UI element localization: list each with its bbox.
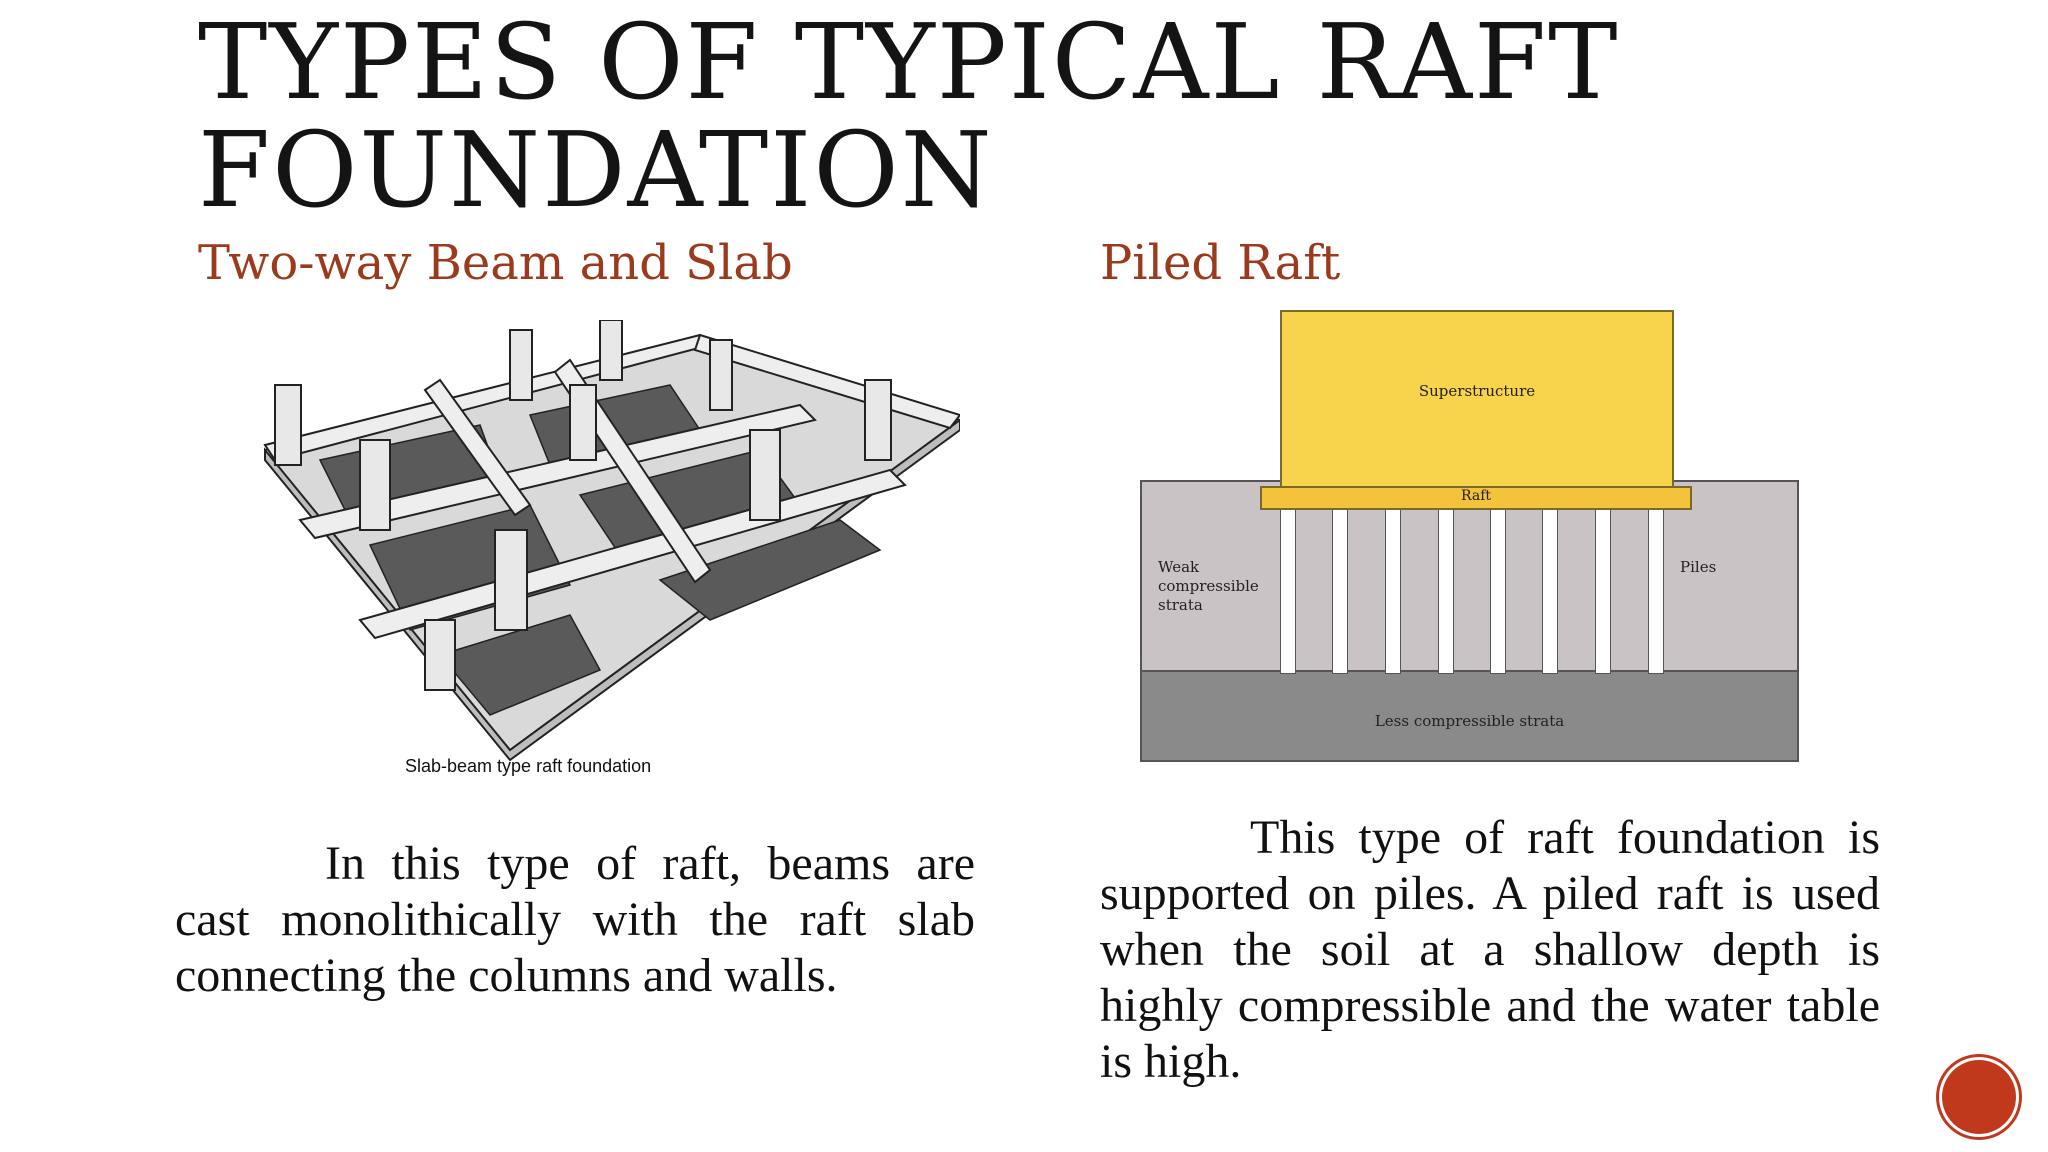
slide-title: TYPES OF TYPICAL RAFT FOUNDATION [198,1,1620,231]
raft-label: Raft [1460,488,1492,504]
superstructure-block: Superstructure [1280,310,1674,494]
body-text-beam-slab: In this type of raft, beams are cast mon… [175,837,975,1002]
strong-soil-layer [1140,670,1799,762]
slab-beam-illustration [263,319,963,762]
heading-piled-raft: Piled Raft [1100,235,1341,291]
pile [1648,508,1664,674]
pile [1490,508,1506,674]
figure-caption-slab-beam: Slab-beam type raft foundation [405,756,652,776]
pile [1595,508,1611,674]
pile [1332,508,1348,674]
body-text-piled-raft: This type of raft foundation is supporte… [1100,811,1880,1088]
pile [1385,508,1401,674]
slab-beam-raft-figure: Slab-beam type raft foundation [240,319,963,790]
pile [1280,508,1296,674]
weak-soil-layer [1140,480,1799,674]
heading-two-way-beam-slab: Two-way Beam and Slab [198,235,793,291]
raft-slab: Raft [1260,486,1692,510]
weak-strata-label: Weak compressible strata [1158,558,1259,614]
superstructure-label: Superstructure [1418,382,1536,400]
pile [1542,508,1558,674]
piled-raft-figure: Superstructure Raft Weak compressible st… [1140,300,1820,770]
piles-label: Piles [1680,558,1717,576]
pile [1438,508,1454,674]
next-slide-button[interactable] [1942,1060,2016,1134]
less-compressible-label: Less compressible strata [1374,712,1565,730]
